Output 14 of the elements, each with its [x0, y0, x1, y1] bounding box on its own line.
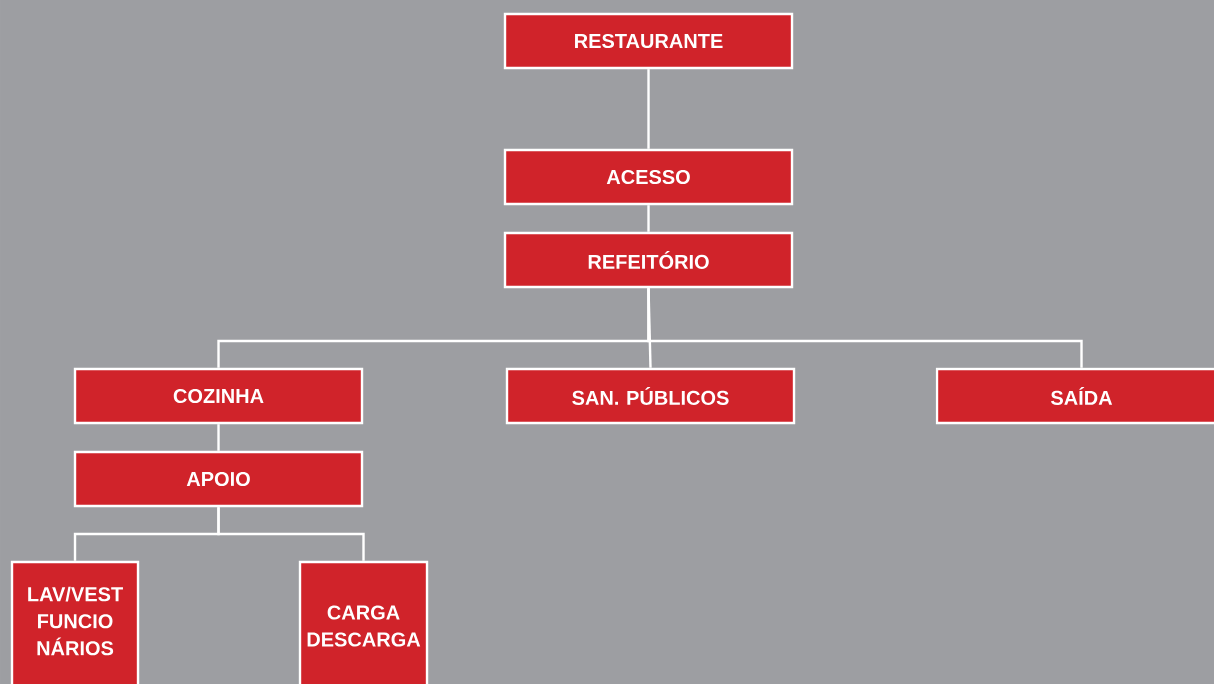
connector-line: [217, 424, 220, 451]
connector-line: [647, 205, 650, 232]
room-box: SAÍDA: [935, 367, 1214, 425]
room-box: APOIO: [73, 450, 364, 508]
connector-line: [647, 288, 1083, 368]
room-box: RESTAURANTE: [503, 12, 794, 70]
room-box: CARGA DESCARGA: [298, 560, 429, 684]
room-box: REFEITÓRIO: [503, 231, 794, 289]
room-box: SAN. PÚBLICOS: [505, 367, 796, 425]
connector-line: [217, 507, 365, 561]
connector-line: [647, 69, 650, 149]
room-box: COZINHA: [73, 367, 364, 425]
room-box: ACESSO: [503, 148, 794, 206]
room-box: LAV/VEST FUNCIO NÁRIOS: [10, 560, 140, 684]
